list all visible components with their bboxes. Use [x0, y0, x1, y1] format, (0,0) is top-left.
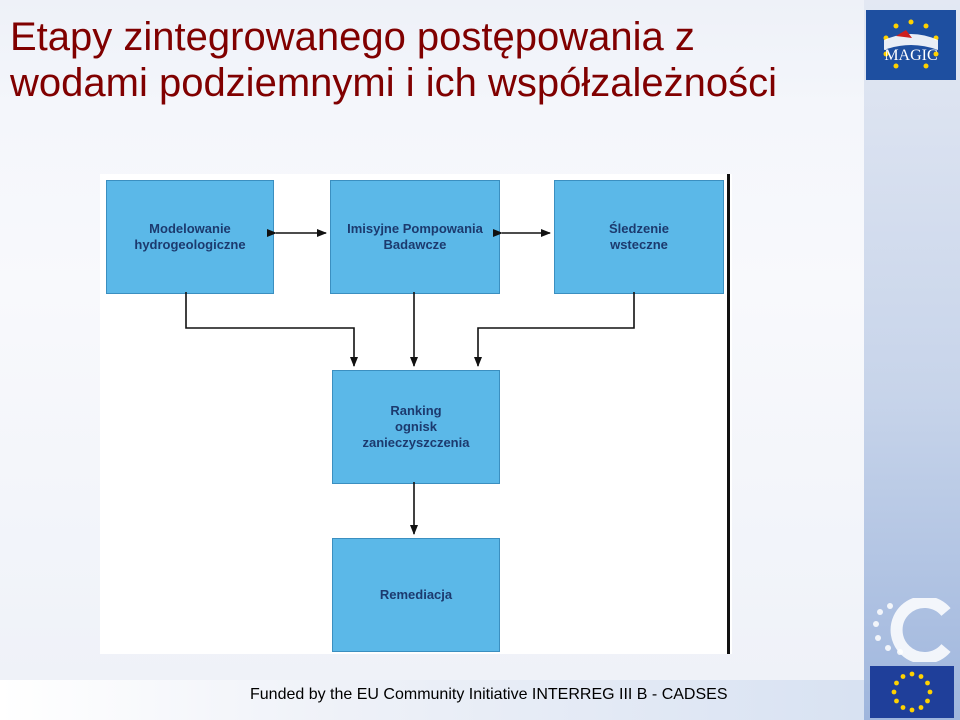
eu-flag-icon — [870, 666, 954, 718]
diagram-connectors — [185, 229, 635, 535]
arrow-modelowanie-ranking — [185, 292, 358, 367]
node-imisyjne-pompowania: Imisyjne Pompowania Badawcze — [330, 180, 500, 294]
node-sledzenie: Śledzenie wsteczne — [554, 180, 724, 294]
node-remediacja-label: Remediacja — [379, 587, 453, 602]
process-diagram: Modelowanie hydrogeologiczne Imisyjne Po… — [100, 174, 732, 654]
arrow-sledzenie-ranking — [474, 292, 635, 367]
node-ranking-label: Ranking ognisk zanieczyszczenia — [362, 403, 470, 450]
node-sledzenie-label: Śledzenie wsteczne — [609, 221, 669, 252]
node-modelowanie-label: Modelowanie hydrogeologiczne — [134, 221, 246, 252]
node-modelowanie: Modelowanie hydrogeologiczne — [106, 180, 274, 294]
cadses-logo — [873, 598, 951, 662]
magic-logo: MAGIC — [866, 10, 956, 80]
slide-title-line-2: wodami podziemnymi i ich współzależności — [10, 61, 777, 105]
node-imisyjne-pompowania-label: Imisyjne Pompowania Badawcze — [347, 221, 483, 252]
node-remediacja: Remediacja — [332, 538, 500, 652]
diagram-right-edge — [727, 174, 730, 654]
footer-funding-text: Funded by the EU Community Initiative IN… — [250, 686, 728, 703]
node-ranking: Ranking ognisk zanieczyszczenia — [332, 370, 500, 484]
slide-title-line-1: Etapy zintegrowanego postępowania z — [10, 15, 695, 59]
footer-bar — [0, 680, 864, 720]
slide-title: Etapy zintegrowanego postępowania z woda… — [10, 14, 860, 106]
magic-logo-text: MAGIC — [884, 47, 937, 64]
